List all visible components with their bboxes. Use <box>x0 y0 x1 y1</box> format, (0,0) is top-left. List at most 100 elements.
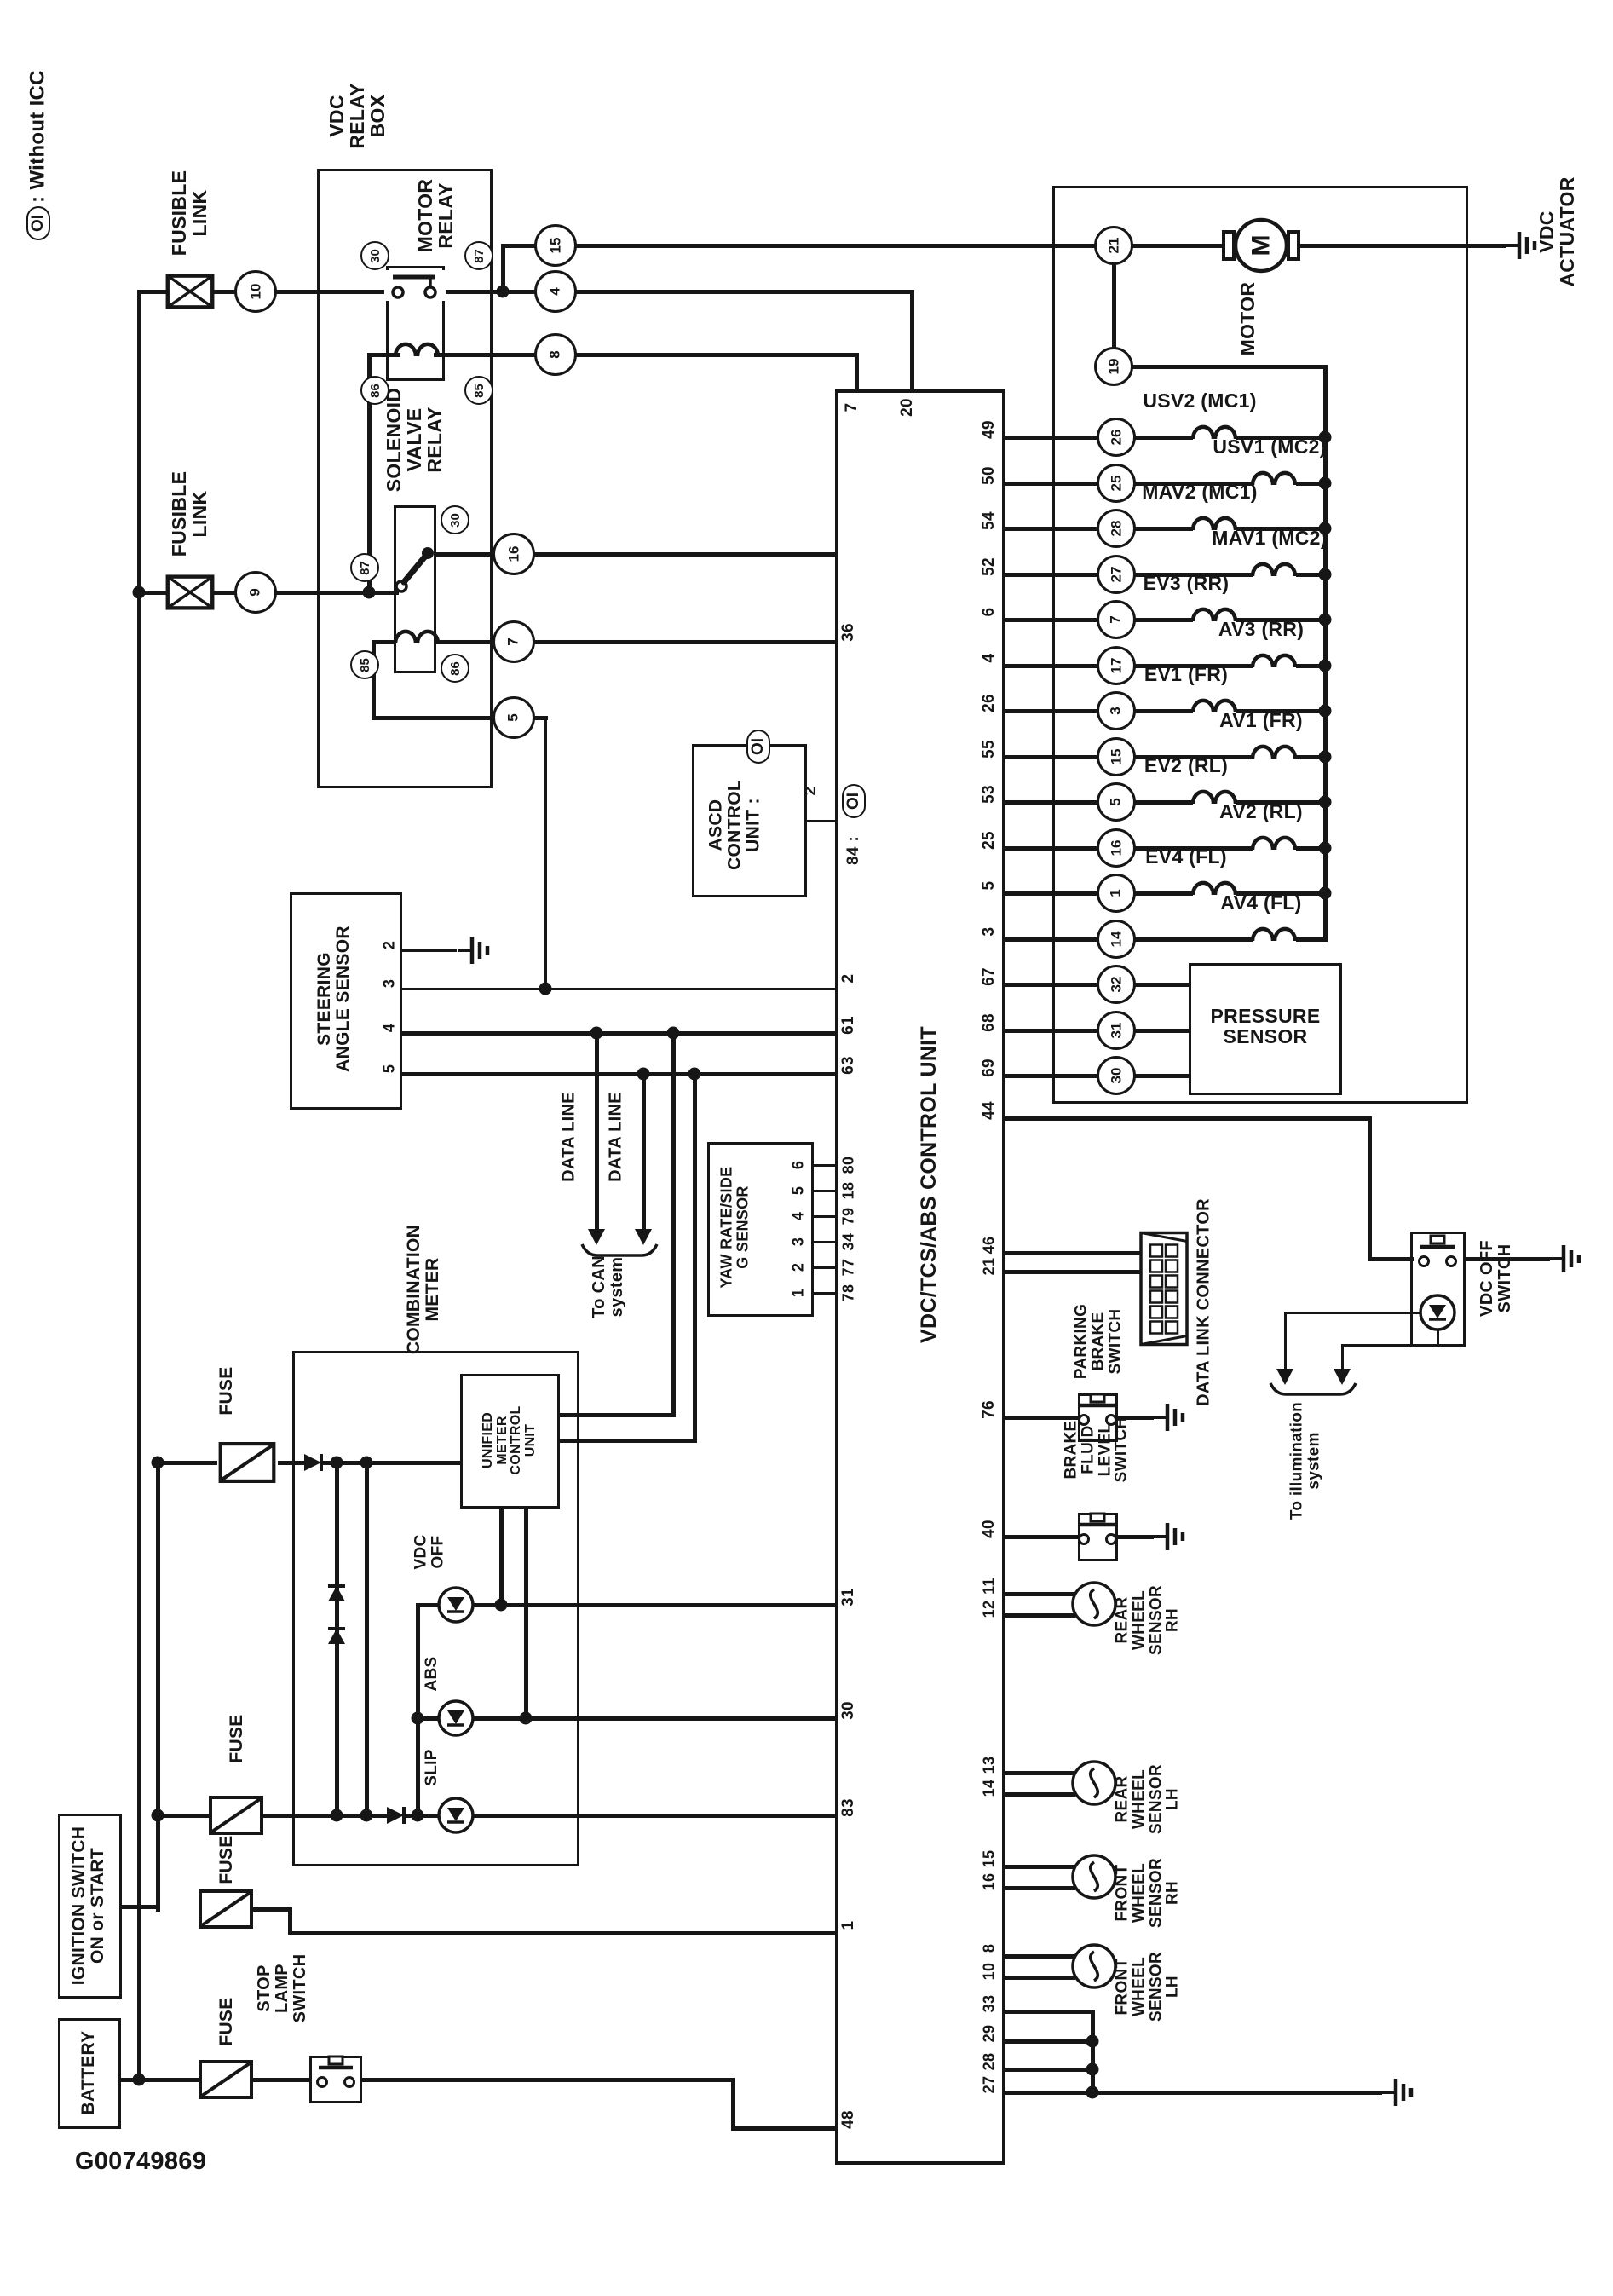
wire-junction <box>1086 2062 1099 2076</box>
wire-segment <box>1295 572 1328 577</box>
wire-segment <box>1130 435 1193 440</box>
wire-segment <box>400 987 837 990</box>
wire-junction <box>330 1809 343 1822</box>
vdc-off-switch-box <box>1410 1232 1466 1347</box>
wire-segment <box>1130 663 1253 668</box>
cu-pin-15: 15 <box>980 1849 998 1868</box>
parking-brake-switch <box>1074 1392 1120 1429</box>
cu-pin-2: 2 <box>839 973 858 984</box>
wire-segment <box>155 1460 160 1912</box>
wire-junction <box>1318 613 1332 626</box>
terminal-number: 87 <box>471 248 487 263</box>
cu-pin-76: 76 <box>980 1400 999 1419</box>
wire-segment <box>1115 1415 1154 1420</box>
wire-junction <box>1086 2034 1099 2048</box>
vdc-off-switch-label: VDC OFF SWITCH <box>1478 1240 1514 1317</box>
connector-7: 7 <box>493 620 535 663</box>
cu-pin-46: 46 <box>980 1236 998 1255</box>
wire-segment <box>1003 1415 1081 1420</box>
relay-terminal-87: 87 <box>464 241 493 270</box>
fusible-link-2-label: FUSIBLE LINK <box>168 470 210 557</box>
connector-number: 28 <box>1107 520 1124 537</box>
terminal-number: 86 <box>367 383 383 398</box>
cu-pin-52: 52 <box>980 557 999 576</box>
connector-number: 16 <box>504 545 521 562</box>
wire-segment <box>1130 1028 1191 1033</box>
wire-segment <box>1236 708 1328 713</box>
wire-segment <box>1295 937 1328 942</box>
connector-9: 9 <box>234 571 277 614</box>
wire-segment <box>1003 1612 1075 1618</box>
ignition-label: IGNITION SWITCH ON or START <box>69 1826 107 1986</box>
wire-junction <box>1318 795 1332 809</box>
rear-wheel-rh-label: REAR WHEEL SENSOR RH <box>1113 1584 1182 1656</box>
wire-segment <box>262 1813 389 1818</box>
fuse-2-label: FUSE <box>216 1835 237 1884</box>
wire-segment <box>812 1291 837 1295</box>
wire-segment <box>211 590 240 595</box>
wire-segment <box>321 1460 463 1465</box>
wire-segment <box>1236 799 1328 805</box>
wire-segment <box>277 1460 306 1465</box>
cu-pin-10: 10 <box>980 1962 998 1981</box>
wire-segment <box>1003 1269 1143 1274</box>
parking-brake-label: PARKING BRAKE SWITCH <box>1072 1303 1124 1380</box>
connector-number: 7 <box>505 637 521 646</box>
wire-junction <box>637 1067 650 1081</box>
to-can-system: To CAN system <box>590 1255 626 1318</box>
wire-segment <box>211 289 240 294</box>
to-illumination: To illumination system <box>1288 1401 1322 1520</box>
wire-junction <box>362 586 376 599</box>
wire-segment <box>471 1813 838 1818</box>
wire-segment <box>1003 1975 1075 1980</box>
front-wheel-rh-label: FRONT WHEEL SENSOR RH <box>1113 1857 1182 1929</box>
wire-segment <box>805 819 837 822</box>
connector-number: 32 <box>1107 976 1124 993</box>
terminal-number: 30 <box>447 512 463 528</box>
data-link-connector <box>1139 1231 1189 1347</box>
wire-segment <box>641 1071 646 1230</box>
wire-segment <box>1130 617 1193 622</box>
cu-pin-30: 30 <box>839 1701 858 1720</box>
wire-junction <box>539 982 552 995</box>
connector-number: 8 <box>547 350 563 359</box>
wire-junction <box>1318 704 1332 718</box>
cu-pin-48: 48 <box>839 2110 858 2129</box>
wire-segment <box>1130 845 1253 851</box>
wire-segment <box>118 2077 201 2082</box>
slip-lamp <box>436 1796 475 1835</box>
wire-segment <box>1003 2039 1095 2044</box>
wire-segment <box>500 243 505 294</box>
wire-segment <box>1003 1791 1075 1797</box>
fuse-meter-label: FUSE <box>216 1366 237 1416</box>
wire-junction <box>411 1809 424 1822</box>
ascd-pin-2: 2 <box>802 786 821 796</box>
front-wheel-sensor-rh <box>1070 1853 1118 1901</box>
cu-pin-79: 79 <box>839 1207 857 1226</box>
cu-pin-80: 80 <box>839 1156 857 1174</box>
wire-segment <box>812 1266 837 1269</box>
wire-segment <box>1295 845 1328 851</box>
connector-14: 14 <box>1097 920 1136 959</box>
wire-segment <box>271 590 399 595</box>
pressure-sensor-label: PRESSURE SENSOR <box>1210 1005 1321 1047</box>
coil-av3 <box>1250 649 1298 669</box>
cu-pin-28: 28 <box>980 2052 998 2071</box>
fuse-1 <box>209 1796 263 1835</box>
wire-segment <box>854 352 859 392</box>
relay-terminal-85: 85 <box>464 376 493 405</box>
legend-oi-tag: OI <box>26 205 50 241</box>
wire-segment <box>523 1506 528 1721</box>
valve-usv2: USV2 (MC1) <box>1143 389 1257 412</box>
wire-segment <box>371 715 500 720</box>
wire-junction <box>1318 568 1332 581</box>
wire-segment <box>400 949 457 952</box>
vdc-actuator-box <box>1052 186 1468 1104</box>
control-unit-label: VDC/TCS/ABS CONTROL UNIT <box>917 1025 941 1344</box>
cu-pin-49: 49 <box>980 420 999 439</box>
wire-segment <box>1367 1116 1372 1261</box>
cu-pin-8: 8 <box>980 1943 998 1953</box>
wire-segment <box>1236 435 1328 440</box>
wire-junction <box>330 1456 343 1469</box>
